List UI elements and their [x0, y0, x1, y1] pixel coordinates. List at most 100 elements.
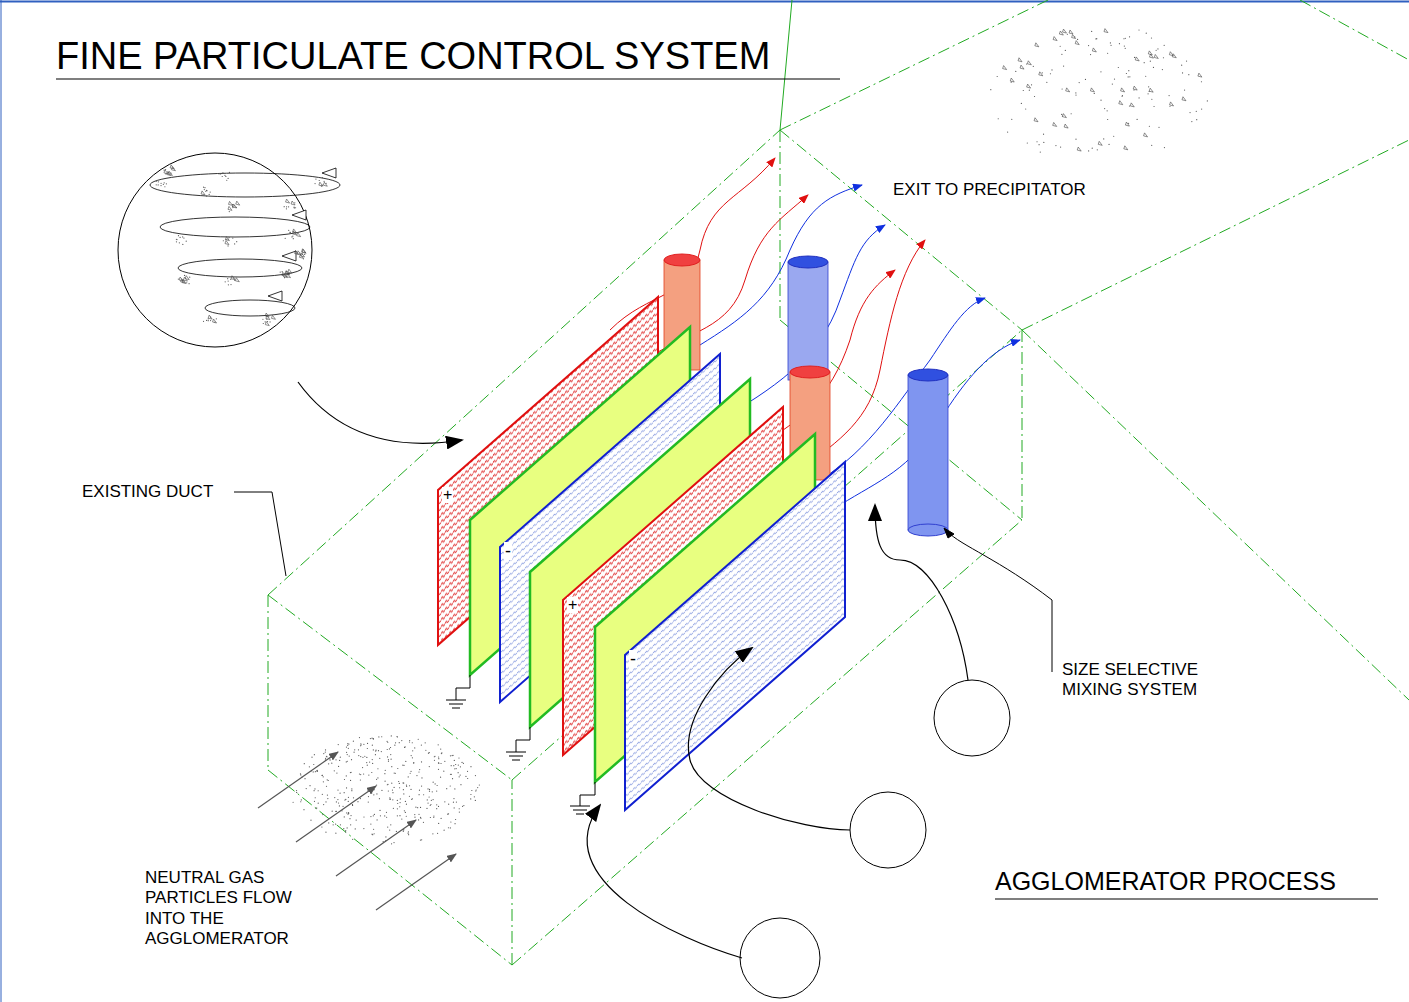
particle: [323, 781, 324, 782]
particle: [373, 829, 374, 830]
particle: [271, 315, 275, 319]
particle: [158, 181, 159, 182]
particle: [454, 788, 455, 789]
particle: [414, 747, 415, 748]
particle: [463, 805, 464, 806]
particle: [430, 805, 431, 806]
particle: [353, 752, 354, 753]
particle: [392, 790, 393, 791]
particle: [227, 238, 228, 239]
particle: [367, 790, 368, 791]
particle: [206, 190, 207, 191]
particle: [435, 783, 436, 784]
particle: [1110, 42, 1111, 43]
particle: [373, 815, 374, 816]
particle: [357, 801, 358, 802]
particle: [406, 816, 407, 817]
particle: [236, 201, 240, 205]
particle: [367, 743, 368, 744]
particle: [373, 738, 374, 739]
particle: [433, 782, 434, 783]
particle: [421, 744, 422, 745]
particle: [176, 239, 177, 240]
particle: [371, 738, 372, 739]
particle: [385, 840, 386, 841]
particle: [412, 742, 413, 743]
particle: [378, 736, 379, 737]
particle: [360, 745, 361, 746]
particle: [205, 191, 206, 192]
particle: [1129, 36, 1130, 37]
particle: [350, 824, 351, 825]
particle: [1027, 84, 1031, 88]
particle: [1077, 39, 1078, 40]
particle: [286, 206, 287, 207]
particle: [370, 823, 371, 824]
particle: [339, 793, 340, 794]
particle: [436, 790, 437, 791]
particle: [336, 811, 337, 812]
particle: [164, 186, 165, 187]
particle: [339, 760, 340, 761]
particle: [322, 814, 323, 815]
particle: [1149, 126, 1150, 127]
particle: [413, 762, 414, 763]
particle: [458, 765, 459, 766]
particle: [351, 790, 352, 791]
particle: [219, 173, 220, 174]
particle: [392, 792, 393, 793]
particle: [1118, 67, 1119, 68]
particle: [285, 271, 289, 275]
particle: [1144, 133, 1148, 137]
particle: [1031, 84, 1032, 85]
particle: [1062, 114, 1066, 118]
particle: [286, 208, 287, 209]
particle: [300, 773, 301, 774]
particle: [1072, 35, 1076, 39]
particle: [438, 744, 439, 745]
particle: [1182, 72, 1183, 73]
particle: [444, 830, 445, 831]
particle: [417, 807, 418, 808]
particle: [344, 799, 345, 800]
particle: [450, 755, 451, 756]
particle: [304, 763, 305, 764]
particle: [323, 753, 324, 754]
particle: [222, 172, 223, 173]
particle: [321, 186, 322, 187]
particle: [1128, 123, 1129, 124]
particle: [1125, 48, 1126, 49]
particle: [1125, 122, 1129, 126]
particle: [1011, 82, 1012, 83]
particle: [156, 184, 157, 185]
particle: [178, 278, 179, 279]
particle: [295, 207, 296, 208]
particle: [363, 744, 364, 745]
particle: [156, 181, 157, 182]
particle: [394, 745, 395, 746]
particle: [432, 833, 433, 834]
particle: [403, 789, 404, 790]
particle: [421, 785, 422, 786]
particle: [460, 784, 461, 785]
particle: [1100, 100, 1101, 101]
particle: [327, 794, 328, 795]
particle: [1066, 88, 1070, 92]
particle: [452, 778, 453, 779]
particle: [1145, 76, 1146, 77]
particle: [385, 770, 386, 771]
particle: [206, 195, 207, 196]
particle: [362, 757, 363, 758]
particle: [367, 748, 368, 749]
particle: [300, 774, 301, 775]
particle: [405, 746, 406, 747]
inflow-arrows: [258, 752, 456, 910]
particle: [360, 798, 361, 799]
particle: [1158, 127, 1159, 128]
particle: [450, 785, 451, 786]
particle: [1027, 142, 1028, 143]
particle: [409, 740, 410, 741]
particle: [421, 761, 422, 762]
particle: [1021, 103, 1022, 104]
particle: [997, 76, 998, 77]
